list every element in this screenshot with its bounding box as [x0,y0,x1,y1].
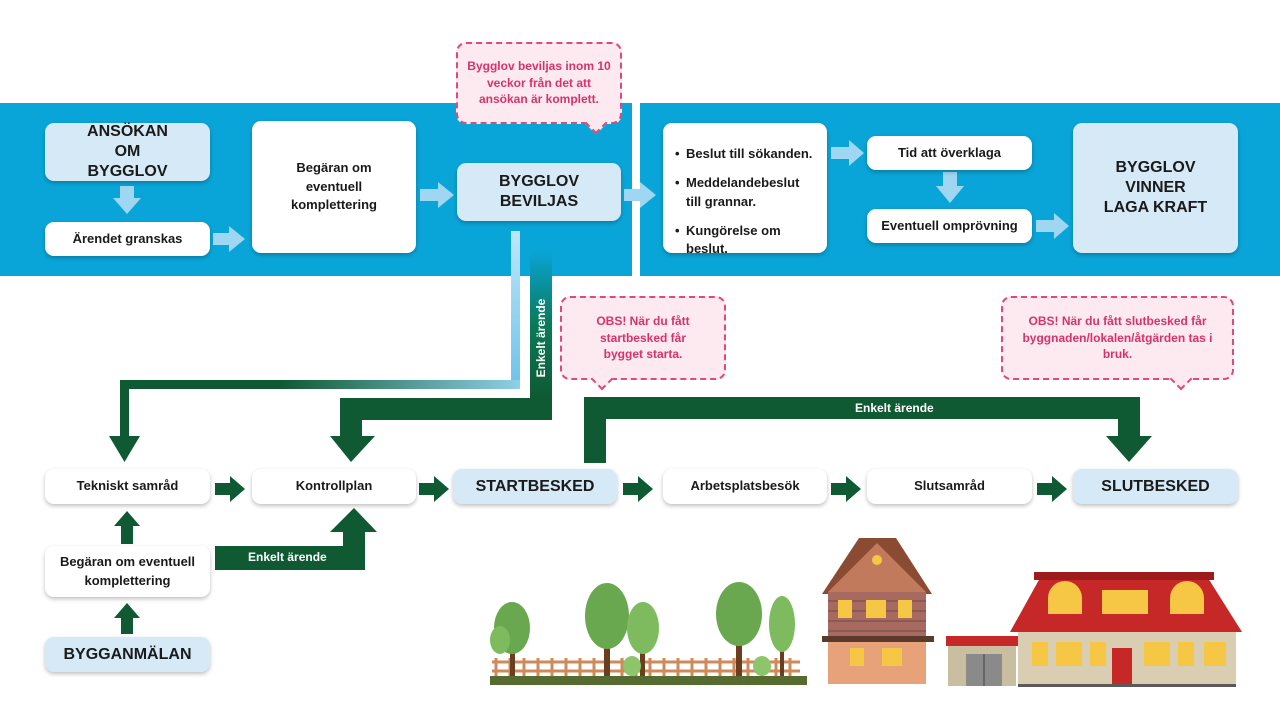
connector-enkelt-bottom [215,546,365,570]
arrow-granskas-to-komplettering [213,226,245,252]
bubble-bygglov-time-text: Bygglov beviljas inom 10 veckor från det… [467,58,611,107]
arrow-bygganmalan-to-begaran [121,616,133,634]
arrow-omprovning-to-laga-kraft [1036,213,1069,239]
arrow-head-tekniskt [109,436,140,462]
bygganmalan-box: BYGGANMÄLAN [45,637,210,672]
slutsamrad-box: Slutsamråd [867,469,1032,504]
beslut-item-1: Beslut till sökanden. [675,145,817,164]
arendet-granskas-box: Ärendet granskas [45,222,210,256]
bygglov-laga-kraft-box: BYGGLOV VINNER LAGA KRAFT [1073,123,1238,253]
connector-enkelt-top [584,397,1140,419]
arrow-ansokan-to-granskas [113,186,141,214]
beslut-item-3: Kungörelse om beslut. [675,222,817,260]
fence-illustration [492,658,800,676]
arrow-beslut-to-overklaga [831,140,864,166]
arrow-arbetsplats-to-slutsamrad [831,483,847,495]
arrow-tekniskt-to-kontroll [215,483,231,495]
arrow-start-to-arbetsplats [623,483,639,495]
arrow-overklaga-to-omprovning [936,172,964,203]
tid-att-overklaga-box: Tid att överklaga [867,136,1032,170]
connector-beviljas-down [511,231,520,383]
arrow-begaran-to-tekniskt [121,524,133,544]
kontrollplan-box: Kontrollplan [252,469,416,504]
bubble-obs-slut-text: OBS! När du fått slutbesked får byggnade… [1022,313,1213,362]
ansokan-om-bygglov-box: ANSÖKAN OM BYGGLOV [45,123,210,181]
big-house-illustration [946,572,1242,687]
beslut-list-box: Beslut till sökanden. Meddelandebeslut t… [663,123,827,256]
arrow-kontroll-to-start [419,483,435,495]
begaran-komplettering-lower-box: Begäran om eventuell komplettering [45,546,210,597]
connector-to-tekniskt [120,380,520,389]
arrow-head-slutbesked [1106,436,1152,462]
trees-illustration [490,582,795,676]
eventuell-omprovning-box: Eventuell omprövning [867,209,1032,243]
bubble-obs-start: OBS! När du fått startbesked får bygget … [560,296,726,391]
small-house-illustration [822,538,934,684]
slutbesked-box: SLUTBESKED [1073,469,1238,504]
label-enkelt-top: Enkelt ärende [855,401,934,415]
connector-enkelt-vertical [530,250,552,398]
arrow-head-kontrollplan-bottom [330,508,377,532]
beslut-item-2: Meddelandebeslut till grannar. [675,174,817,212]
bygglov-beviljas-box: BYGGLOV BEVILJAS [457,163,621,221]
startbesked-box: STARTBESKED [453,469,617,504]
arrow-beviljas-to-beslut [624,182,656,208]
bubble-obs-start-text: OBS! När du fått startbesked får bygget … [596,313,690,362]
arrow-komplettering-to-beviljas [420,182,454,208]
arrow-head-kontrollplan-top [330,436,375,462]
bubble-obs-slut: OBS! När du fått slutbesked får byggnade… [1001,296,1234,391]
bubble-bygglov-time: Bygglov beviljas inom 10 veckor från det… [456,42,622,135]
arrow-slutsamrad-to-slutbesked [1037,483,1053,495]
begaran-komplettering-upper-box: Begäran om eventuell komplettering [252,121,416,253]
arbetsplatsbesok-box: Arbetsplatsbesök [663,469,827,504]
tekniskt-samrad-box: Tekniskt samråd [45,469,210,504]
label-enkelt-bottom: Enkelt ärende [248,550,327,564]
